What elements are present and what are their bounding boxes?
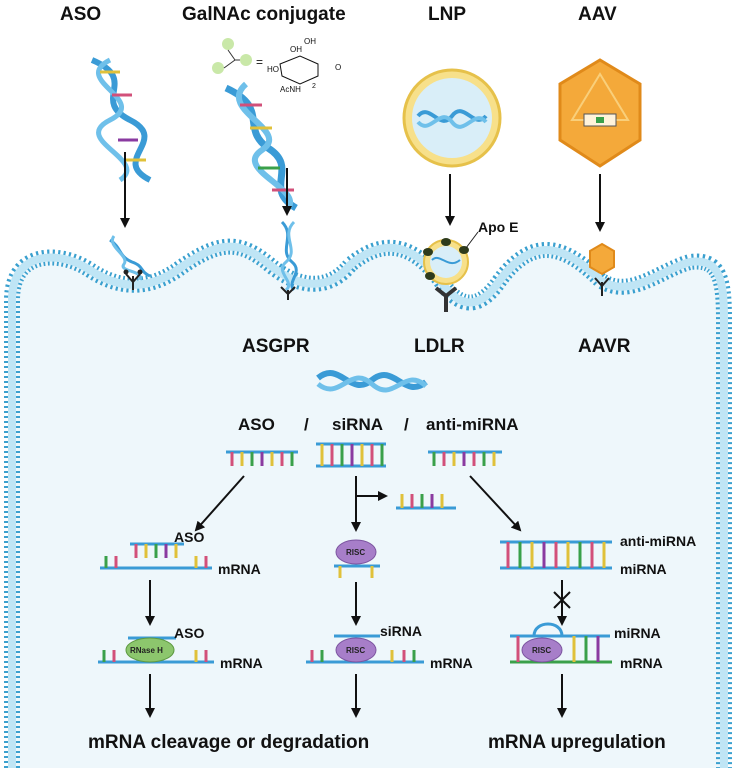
- label-aav: AAV: [578, 4, 617, 25]
- galnac-structure: = OH OH HO AcNH 2 O: [212, 37, 341, 94]
- left-mrna-label: mRNA: [218, 561, 261, 577]
- modality-slash-1: /: [304, 415, 309, 434]
- label-aso-top: ASO: [60, 4, 101, 25]
- aso-strand: [226, 450, 298, 466]
- modality-anti-mirna: anti-miRNA: [426, 415, 519, 434]
- galnac-oh2: OH: [290, 45, 302, 54]
- left-aso-label-2: ASO: [174, 625, 204, 641]
- right-mrna-label: mRNA: [620, 655, 663, 671]
- galnac-at-asgpr: [280, 220, 298, 300]
- risc-label-3: RISC: [532, 646, 551, 655]
- risc-mirna-mrna: [510, 622, 612, 664]
- middle-sirna-label: siRNA: [380, 623, 422, 639]
- left-aso-label: ASO: [174, 529, 204, 545]
- galnac-sirna-helix: [224, 81, 298, 213]
- outcome-left: mRNA cleavage or degradation: [88, 732, 369, 753]
- modality-sirna: siRNA: [332, 415, 383, 434]
- aav-capsid: [558, 58, 642, 168]
- right-mirna-label: miRNA: [620, 561, 667, 577]
- anti-mirna-strand: [428, 450, 502, 466]
- right-mirna-label-2: miRNA: [614, 625, 661, 641]
- lnp-at-ldlr: [423, 231, 479, 312]
- left-mrna-label-2: mRNA: [220, 655, 263, 671]
- risc-label-2: RISC: [346, 646, 365, 655]
- label-galnac: GalNAc conjugate: [182, 4, 346, 25]
- arrow-anti-mirna-path: [469, 475, 522, 532]
- aav-at-aavr: [589, 242, 615, 296]
- right-anti-mirna-label: anti-miRNA: [620, 533, 696, 549]
- outcome-right: mRNA upregulation: [488, 732, 666, 753]
- label-asgpr: ASGPR: [242, 336, 310, 357]
- galnac-oh1: OH: [304, 37, 316, 46]
- label-ldlr: LDLR: [414, 336, 465, 357]
- risc-loaded: [334, 539, 380, 578]
- aso-top-helix: [90, 57, 152, 183]
- galnac-acnh: AcNH: [280, 85, 301, 94]
- rnase-h-complex: [98, 636, 214, 664]
- passenger-strand: [396, 494, 456, 510]
- aso-mrna-duplex: [100, 542, 212, 570]
- modality-slash-2: /: [404, 415, 409, 434]
- central-helix: [316, 370, 428, 393]
- rnase-h-label: RNase H: [130, 646, 163, 655]
- aso-at-membrane: [109, 235, 151, 290]
- galnac-o: O: [335, 63, 341, 72]
- sirna-duplex: [316, 442, 386, 468]
- risc-label-1: RISC: [346, 548, 365, 557]
- lnp-particle: [402, 68, 502, 168]
- arrow-aso-path: [194, 475, 245, 532]
- middle-mrna-label: mRNA: [430, 655, 473, 671]
- risc-sirna-mrna: [306, 634, 424, 664]
- label-lnp: LNP: [428, 4, 466, 25]
- label-apoe: Apo E: [478, 219, 518, 235]
- galnac-equals: =: [256, 55, 263, 69]
- galnac-ho: HO: [267, 65, 279, 74]
- galnac-subscript: 2: [312, 83, 316, 90]
- cell-membrane: [4, 238, 732, 768]
- anti-mirna-duplex: [500, 540, 612, 570]
- modality-aso: ASO: [238, 415, 275, 434]
- block-x-mark: [553, 591, 571, 609]
- cytoplasm: [12, 246, 724, 768]
- label-aavr: AAVR: [578, 336, 631, 357]
